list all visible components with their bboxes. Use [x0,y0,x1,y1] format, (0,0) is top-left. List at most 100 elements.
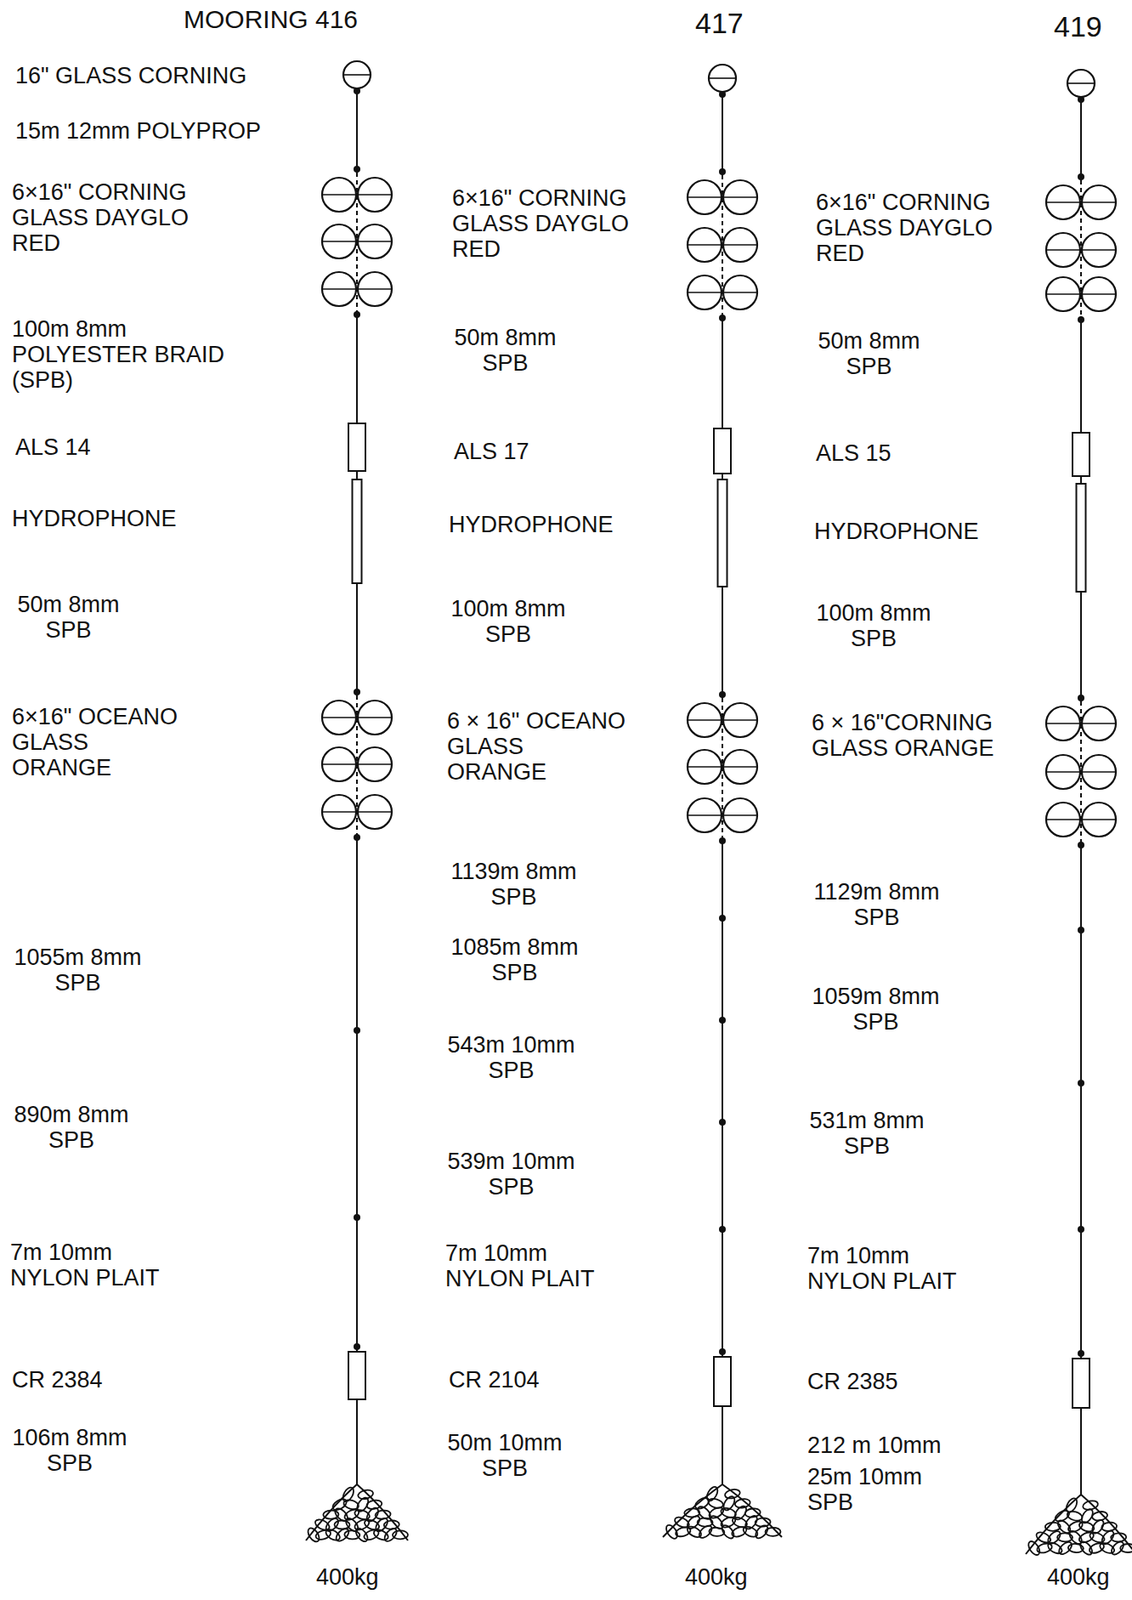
mooring-label: 50m 8mm SPB [815,328,923,380]
float-equator [322,240,357,243]
float-equator [322,193,357,196]
chain-link [344,1529,361,1540]
shackle-dot [718,1016,726,1024]
mooring-label: 50m 10mm SPB [445,1429,565,1481]
shackle-dot [718,1225,726,1233]
glass-float [322,794,357,829]
shackle-dot [718,168,726,176]
float-equator [723,814,758,816]
float-equator [357,763,392,765]
mooring-label: CR 2384 [11,1366,103,1393]
hydrophone-body [1076,483,1087,592]
chain-link [383,1519,400,1529]
float-equator [1081,249,1116,251]
shackle-dot [1077,96,1085,103]
float-equator [687,291,722,294]
float-equator [1081,770,1116,773]
shackle-dot [718,837,726,844]
chain-link [323,1527,342,1543]
current-recorder-box [713,1356,731,1406]
chain-link [333,1526,351,1544]
mooring-label: 1129m 8mm SPB [811,878,942,930]
glass-float [1081,754,1116,789]
float-equator [1081,293,1116,295]
chain-link [1035,1541,1053,1555]
shackle-dot [1077,316,1085,323]
mooring-label: 1139m 8mm SPB [448,858,579,910]
mooring-label: 50m 8mm SPB [452,324,559,376]
glass-float [1046,802,1081,837]
shackle-dot [1077,841,1085,849]
mooring-label: 400kg [684,1563,748,1590]
shackle-dot [718,1118,726,1126]
float-equator [1046,201,1081,204]
mooring-label: MOORING 416 [183,5,358,34]
mooring-label: 6×16" CORNING GLASS DAYGLO RED [815,189,995,267]
float-equator [322,763,357,765]
chain-link [305,1525,322,1544]
glass-float [723,702,758,737]
float-equator [708,77,736,80]
glass-float [1046,754,1081,789]
glass-float [1067,69,1095,97]
chain-link [1101,1521,1118,1532]
shackle-dot [718,90,726,98]
acoustic-release-box [1072,432,1090,476]
chain-link [1026,1539,1042,1557]
mooring-label: 100m 8mm SPB [448,595,568,647]
shackle-dot [353,1342,361,1350]
shackle-dot [718,314,726,322]
float-equator [723,291,758,294]
float-equator [1081,818,1116,821]
chain-link [1110,1532,1127,1542]
float-equator [357,193,392,196]
mooring-label: HYDROPHONE [11,505,177,532]
mooring-line [1080,96,1082,1495]
float-equator [1046,249,1081,251]
glass-float [357,177,392,212]
float-equator [1081,722,1116,725]
hydrophone-body [718,479,728,587]
chain-link [719,1522,736,1540]
float-equator [1046,770,1081,773]
shackle-dot [1077,694,1085,702]
glass-float [322,700,357,735]
mooring-label: 100m 8mm SPB [814,599,934,651]
glass-float [723,798,758,833]
mooring-label: 106m 8mm SPB [10,1424,130,1476]
glass-float [357,700,392,735]
float-equator [357,288,392,290]
glass-float [723,227,758,262]
chain-link [734,1497,751,1509]
mooring-label: 212 m 10mm [807,1431,942,1458]
hydrophone-body [352,479,363,583]
glass-float [322,271,357,306]
mooring-label: HYDROPHONE [814,518,980,544]
shackle-dot [1077,1349,1085,1357]
glass-float [1081,277,1116,312]
mooring-label: 7m 10mm NYLON PLAIT [445,1239,599,1291]
mooring-label: CR 2104 [448,1366,540,1393]
glass-float [687,749,722,784]
glass-float [357,747,392,782]
chain-link [392,1529,408,1539]
mooring-label: 6×16" CORNING GLASS DAYGLO RED [11,179,191,257]
chain-link [372,1527,391,1542]
glass-float [1046,277,1081,312]
glass-float [687,275,722,310]
shackle-dot [353,1213,361,1221]
mooring-label: 6×16" CORNING GLASS DAYGLO RED [452,185,631,263]
float-equator [1046,818,1081,821]
glass-float [343,61,371,89]
current-recorder-box [1072,1358,1090,1408]
float-equator [1046,293,1081,295]
chain-link [753,1522,770,1540]
glass-float [357,271,392,306]
shackle-dot [1077,1225,1085,1233]
float-equator [723,243,758,246]
mooring-label: 6×16" OCEANO GLASS ORANGE [11,703,182,782]
glass-float [322,177,357,212]
float-equator [1046,722,1081,725]
mooring-label: 539m 10mm SPB [445,1148,578,1200]
shackle-dot [1077,173,1085,181]
